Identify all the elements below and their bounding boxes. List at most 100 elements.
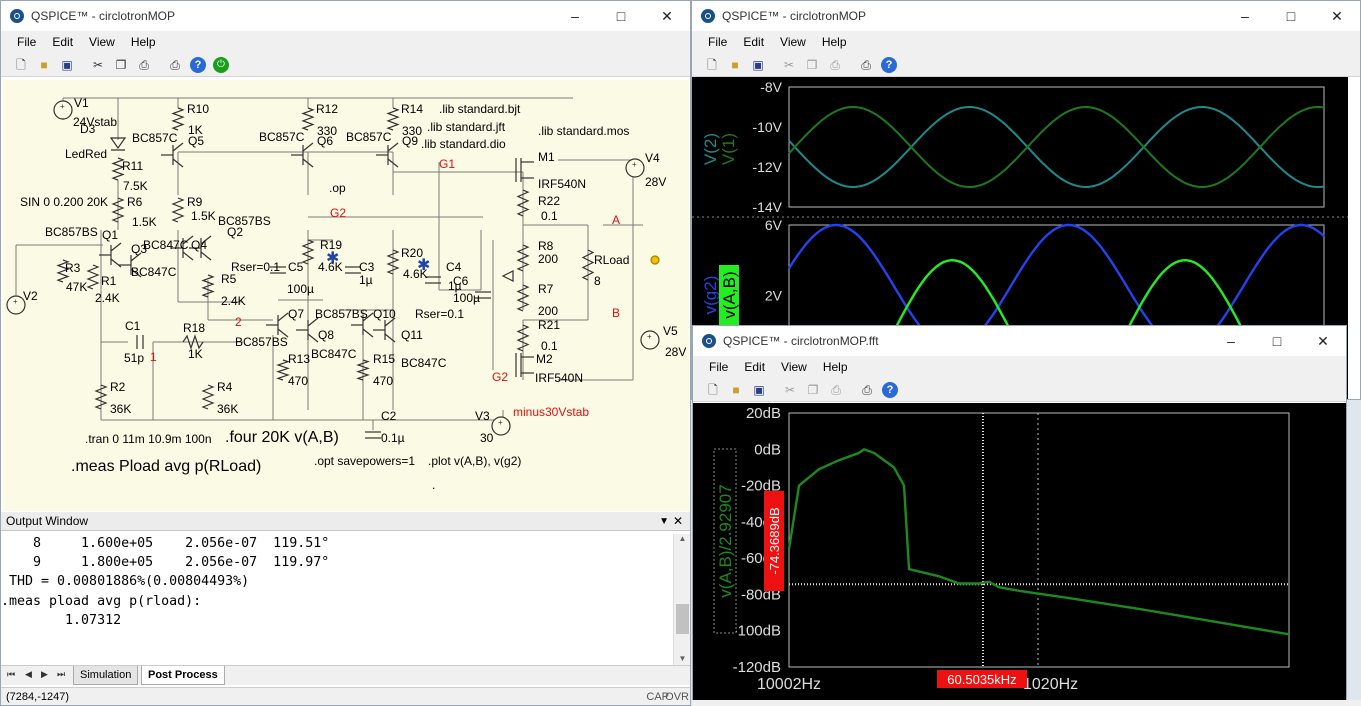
- copy-icon[interactable]: ❐: [115, 57, 127, 72]
- waveform-maximize-button[interactable]: □: [1286, 8, 1296, 24]
- resistor-symbol: [386, 107, 400, 131]
- open-folder-icon[interactable]: ■: [40, 57, 48, 72]
- x-tick-label: 10002Hz: [757, 676, 821, 693]
- close-button[interactable]: ✕: [661, 7, 673, 24]
- schematic-label: R21: [538, 318, 560, 332]
- prev-tab-icon[interactable]: ◀: [25, 669, 32, 679]
- tab-simulation[interactable]: Simulation: [73, 666, 139, 685]
- transistor-emitter: [362, 328, 374, 338]
- open-folder-icon[interactable]: ■: [731, 57, 739, 72]
- save-icon[interactable]: ▣: [61, 57, 73, 72]
- next-tab-icon[interactable]: ▶: [41, 669, 48, 679]
- waveform-menu-bar: File Edit View Help: [692, 31, 1360, 53]
- fft-maximize-button[interactable]: □: [1272, 333, 1282, 349]
- print-icon[interactable]: ⎙: [862, 382, 872, 397]
- fft-close-button[interactable]: ✕: [1317, 332, 1329, 349]
- transistor-collector: [384, 317, 396, 327]
- schematic-label: R3: [65, 261, 81, 275]
- cut-icon[interactable]: ✂: [92, 57, 104, 72]
- schematic-label: G2: [492, 370, 508, 384]
- new-file-icon[interactable]: 🗋: [707, 57, 717, 72]
- last-tab-icon[interactable]: ⏭: [57, 669, 66, 679]
- help-icon[interactable]: ?: [190, 56, 206, 73]
- tab-post-process[interactable]: Post Process: [141, 666, 225, 685]
- fft-titlebar[interactable]: QSPICE™ - circlotronMOP.fft – □ ✕: [693, 326, 1346, 356]
- voltage-source-symbol: [6, 295, 26, 315]
- fft-ylabel-group: v(A,B)/2.92907: [713, 448, 737, 634]
- status-bar: (7284,-1247) CAP OVR: [1, 687, 690, 705]
- output-text[interactable]: 8 1.600e+05 2.056e-07 119.51° 9 1.800e+0…: [1, 536, 330, 628]
- transistor-emitter: [277, 328, 289, 338]
- help-icon[interactable]: ?: [881, 56, 897, 73]
- schematic-label: Q4: [191, 238, 207, 252]
- cut-icon[interactable]: ✂: [783, 57, 795, 72]
- paste-icon[interactable]: ⎙: [830, 57, 840, 72]
- menu-view[interactable]: View: [89, 35, 115, 49]
- copy-icon[interactable]: ❐: [807, 382, 819, 397]
- trace-v1: [788, 105, 1325, 188]
- minimize-button[interactable]: –: [571, 8, 579, 24]
- ylabel-vab: v(A,B): [720, 271, 739, 318]
- wave-menu-file[interactable]: File: [708, 35, 728, 49]
- fft-minimize-button[interactable]: –: [1227, 333, 1235, 349]
- schematic-label: R12: [316, 102, 338, 116]
- paste-icon[interactable]: ⎙: [831, 382, 841, 397]
- menu-file[interactable]: File: [17, 35, 37, 49]
- cut-icon[interactable]: ✂: [784, 382, 796, 397]
- fft-menu-view[interactable]: View: [781, 360, 807, 374]
- fft-menu-help[interactable]: Help: [822, 360, 848, 374]
- fft-menu-edit[interactable]: Edit: [744, 360, 766, 374]
- schematic-titlebar[interactable]: QSPICE™ - circlotronMOP – □ ✕: [1, 1, 690, 31]
- transistor-collector: [110, 242, 122, 252]
- save-icon[interactable]: ▣: [753, 382, 765, 397]
- run-simulation-icon[interactable]: ⏻: [213, 56, 229, 73]
- resistor-symbol: [201, 384, 215, 410]
- schematic-label: Q9: [402, 134, 418, 148]
- resistor-symbol: [301, 239, 315, 265]
- schematic-label: R6: [127, 195, 143, 209]
- waveform-minimize-button[interactable]: –: [1241, 8, 1249, 24]
- menu-edit[interactable]: Edit: [52, 35, 74, 49]
- wave-menu-view[interactable]: View: [780, 35, 806, 49]
- save-icon[interactable]: ▣: [752, 57, 764, 72]
- print-icon[interactable]: ⎙: [861, 57, 871, 72]
- fft-menu-file[interactable]: File: [709, 360, 729, 374]
- fft-drawing[interactable]: 20dB0dB-20dB-40dB-60dB-80dB-100dB-120dB1…: [693, 403, 1347, 701]
- transistor-collector: [172, 142, 184, 152]
- paste-icon[interactable]: ⎙: [139, 57, 149, 72]
- schematic-label: .lib standard.dio: [421, 137, 506, 151]
- fft-status-strip: [692, 700, 1361, 706]
- print-icon[interactable]: ⎙: [170, 57, 180, 72]
- help-icon[interactable]: ?: [882, 381, 898, 398]
- schematic-label: BC857C: [346, 130, 392, 144]
- plot-frame: [788, 86, 1325, 208]
- new-file-icon[interactable]: 🗋: [708, 382, 718, 397]
- y-tick-label: -20dB: [741, 478, 781, 495]
- copy-icon[interactable]: ❐: [806, 57, 818, 72]
- schematic-label: 51p: [124, 351, 144, 365]
- fft-window: QSPICE™ - circlotronMOP.fft – □ ✕ File E…: [692, 325, 1347, 706]
- wave-menu-edit[interactable]: Edit: [743, 35, 765, 49]
- pin-dropdown-icon[interactable]: ▼: [659, 516, 669, 527]
- schematic-label: R19: [320, 238, 342, 252]
- close-output-icon[interactable]: ✕: [672, 514, 683, 528]
- maximize-button[interactable]: □: [616, 8, 626, 24]
- scroll-up-icon[interactable]: ▲: [678, 534, 687, 543]
- new-file-icon[interactable]: 🗋: [16, 57, 26, 72]
- y-tick-label: 6V: [765, 217, 783, 233]
- waveform-titlebar[interactable]: QSPICE™ - circlotronMOP – □ ✕: [692, 1, 1360, 31]
- wave-menu-help[interactable]: Help: [821, 35, 847, 49]
- schematic-label: .lib standard.mos: [538, 124, 629, 138]
- y-tick-label: -8V: [760, 79, 782, 95]
- menu-help[interactable]: Help: [130, 35, 156, 49]
- scroll-thumb[interactable]: [676, 604, 689, 634]
- open-folder-icon[interactable]: ■: [732, 382, 740, 397]
- schematic-label: 36K: [110, 402, 131, 416]
- waveform-close-button[interactable]: ✕: [1331, 7, 1343, 24]
- scroll-down-icon[interactable]: ▼: [678, 654, 687, 663]
- first-tab-icon[interactable]: ⏮: [7, 669, 16, 679]
- output-scrollbar[interactable]: ▲ ▼: [673, 534, 690, 665]
